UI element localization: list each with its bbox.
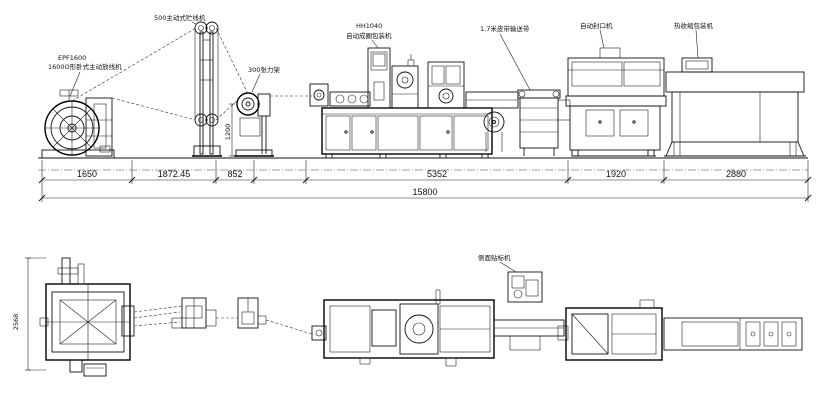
label-winder-model: HH1040 [356,22,382,30]
label-dancer: 300张力架 [248,65,280,74]
coiling-plan [311,289,495,367]
label-shrink-wrapper: 自动封口机 [580,21,613,30]
dancer-plan [237,297,267,329]
belt-conveyor [517,89,561,156]
dim-width-plan: 2568 [12,314,20,331]
labeler-plan [499,261,543,303]
label-payoff-desc: 1600O形卧式主动放线机 [48,62,122,71]
dim-seg4: 5352 [427,169,447,179]
payoff-plan [39,257,135,377]
dim-seg3: 852 [227,169,242,179]
coiling-machine [309,47,519,159]
dim-total: 15800 [412,187,437,197]
label-shrink-tunnel: 热收缩包装机 [674,21,714,30]
shrink-tunnel [664,57,806,157]
conveyor-plan [493,319,565,351]
label-payoff-model: EPF1600 [58,54,86,62]
tunnel-plan [663,317,803,351]
plan-view: 2568 [12,253,803,377]
accumulator-tower [192,21,222,157]
elevation-view: 1650 1872.45 852 5352 1920 2880 15800 12… [38,13,812,202]
sealing-machine [557,47,667,157]
label-labeler: 侧面贴标机 [478,253,511,262]
dim-seg6: 2880 [726,169,746,179]
dim-seg5: 1920 [606,169,626,179]
dim-seg1: 1650 [77,169,97,179]
dim-seg2: 1872.45 [158,169,191,179]
label-accumulator: 500主动式贮线机 [154,13,206,22]
label-conveyor: 1.7米皮带输送带 [480,24,530,33]
dancer-stand [234,92,274,157]
label-winder-desc: 自动成圈包装机 [346,31,392,40]
accumulator-plan [171,297,217,329]
payoff-machine [41,89,115,159]
dim-height-dancer: 1200 [224,124,232,141]
sealing-plan [557,299,663,361]
dimension-chain [38,103,812,202]
